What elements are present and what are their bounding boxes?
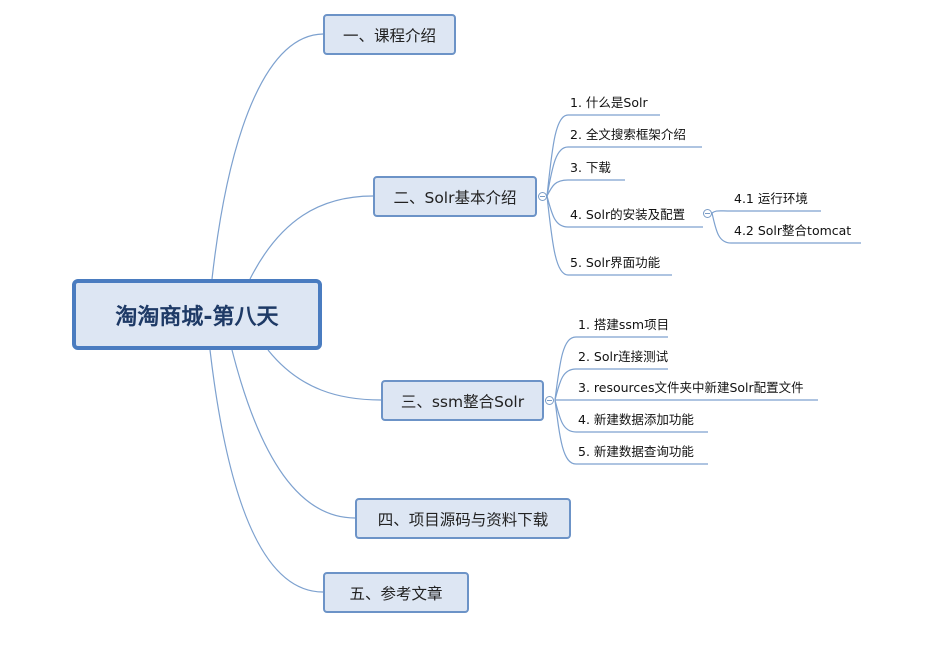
branch-topic-5[interactable]: 五、参考文章 (323, 572, 469, 613)
collapse-toggle-icon[interactable] (545, 396, 554, 405)
subtopic-2-4[interactable]: 4. Solr的安装及配置 (570, 207, 686, 222)
connector-b3-c5 (554, 399, 708, 465)
connector-branch-1 (211, 33, 324, 280)
connector-b3-c4 (554, 399, 708, 433)
branch-topic-4[interactable]: 四、项目源码与资料下载 (355, 498, 571, 539)
subtopic-3-3[interactable]: 3. resources文件夹中新建Solr配置文件 (578, 380, 804, 395)
connector-b2-c1 (546, 114, 660, 197)
central-topic[interactable]: 淘淘商城-第八天 (72, 279, 322, 350)
branch-topic-3[interactable]: 三、ssm整合Solr (381, 380, 544, 421)
connector-b2-c3 (546, 179, 625, 197)
subtopic-2-2[interactable]: 2. 全文搜索框架介绍 (570, 127, 686, 142)
subtopic-2-4-1[interactable]: 4.1 运行环境 (734, 191, 808, 206)
subtopic-2-4-2[interactable]: 4.2 Solr整合tomcat (734, 223, 852, 238)
connector-b3-c1 (554, 336, 668, 401)
connector-b3-c2 (554, 368, 668, 401)
subtopic-3-2[interactable]: 2. Solr连接测试 (578, 349, 669, 364)
branch-topic-1[interactable]: 一、课程介绍 (323, 14, 456, 55)
subtopic-2-5[interactable]: 5. Solr界面功能 (570, 255, 661, 270)
branch-topic-2[interactable]: 二、Solr基本介绍 (373, 176, 537, 217)
connector-c4-g2 (711, 212, 861, 244)
collapse-toggle-icon[interactable] (703, 209, 712, 218)
connector-branch-3 (267, 349, 382, 401)
connector-branch-4 (231, 349, 356, 519)
connector-branch-5 (209, 349, 324, 593)
connector-b2-c2 (546, 146, 702, 197)
subtopic-3-1[interactable]: 1. 搭建ssm项目 (578, 317, 670, 332)
subtopic-3-5[interactable]: 5. 新建数据查询功能 (578, 444, 694, 459)
connector-b2-c4 (546, 195, 703, 228)
subtopic-2-1[interactable]: 1. 什么是Solr (570, 95, 648, 110)
subtopic-2-3[interactable]: 3. 下载 (570, 160, 611, 175)
connector-b2-c5 (546, 195, 672, 276)
connector-c4-g1 (711, 210, 821, 214)
connector-branch-2 (249, 195, 374, 280)
collapse-toggle-icon[interactable] (538, 192, 547, 201)
subtopic-3-4[interactable]: 4. 新建数据添加功能 (578, 412, 694, 427)
